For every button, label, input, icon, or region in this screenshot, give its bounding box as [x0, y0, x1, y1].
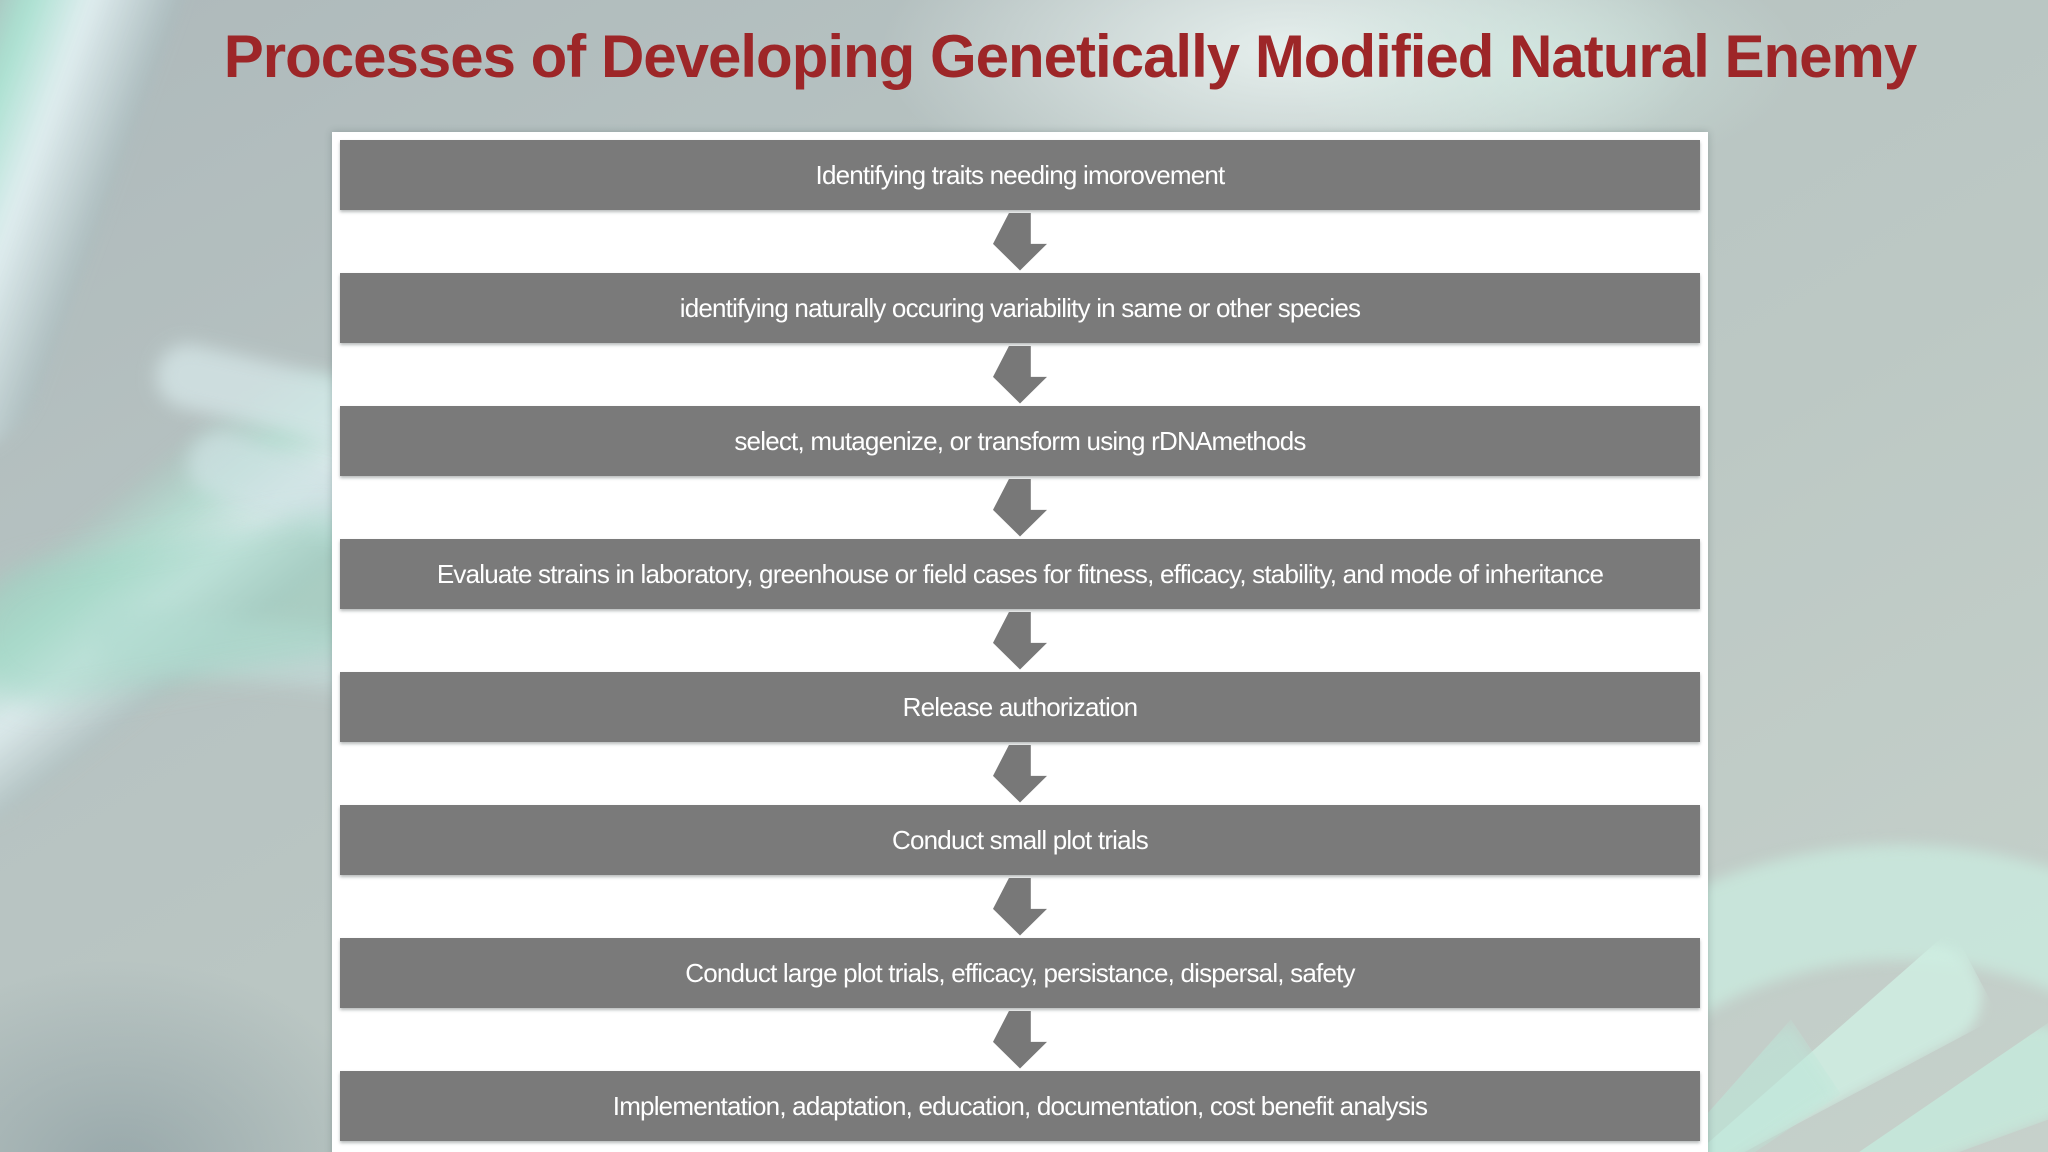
flow-step-label: identifying naturally occuring variabili… — [679, 292, 1361, 323]
down-arrow-icon — [993, 212, 1047, 271]
flow-step-bar: Identifying traits needing imorovement — [340, 140, 1700, 210]
flow-step-bar: Implementation, adaptation, education, d… — [340, 1071, 1700, 1141]
flow-step-bar: Conduct small plot trials — [340, 805, 1700, 875]
flow-step-label: Implementation, adaptation, education, d… — [612, 1090, 1428, 1121]
flow-step-label: select, mutagenize, or transform using r… — [734, 425, 1306, 456]
step-connector — [340, 742, 1700, 805]
flow-step-bar: Release authorization — [340, 672, 1700, 742]
step-connector — [340, 210, 1700, 273]
flow-step-bar: select, mutagenize, or transform using r… — [340, 406, 1700, 476]
flow-step-label: Identifying traits needing imorovement — [815, 159, 1226, 190]
step-connector — [340, 476, 1700, 539]
step-connector — [340, 875, 1700, 938]
down-arrow-icon — [993, 744, 1047, 803]
down-arrow-icon — [993, 611, 1047, 670]
flow-step-bar: Conduct large plot trials, efficacy, per… — [340, 938, 1700, 1008]
flow-step-bar: Evaluate strains in laboratory, greenhou… — [340, 539, 1700, 609]
down-arrow-icon — [993, 1010, 1047, 1069]
flow-step-bar: identifying naturally occuring variabili… — [340, 273, 1700, 343]
flow-step-label: Release authorization — [902, 691, 1139, 722]
flow-step-label: Conduct large plot trials, efficacy, per… — [685, 957, 1355, 988]
down-arrow-icon — [993, 345, 1047, 404]
step-connector — [340, 609, 1700, 672]
flowchart-panel: Identifying traits needing imorovement id… — [332, 132, 1708, 1152]
flow-step-label: Conduct small plot trials — [892, 824, 1149, 855]
flow-step-label: Evaluate strains in laboratory, greenhou… — [436, 558, 1604, 589]
flowchart: Identifying traits needing imorovement id… — [340, 140, 1700, 1141]
step-connector — [340, 343, 1700, 406]
down-arrow-icon — [993, 877, 1047, 936]
slide-title: Processes of Developing Genetically Modi… — [223, 23, 1918, 90]
step-connector — [340, 1008, 1700, 1071]
down-arrow-icon — [993, 478, 1047, 537]
